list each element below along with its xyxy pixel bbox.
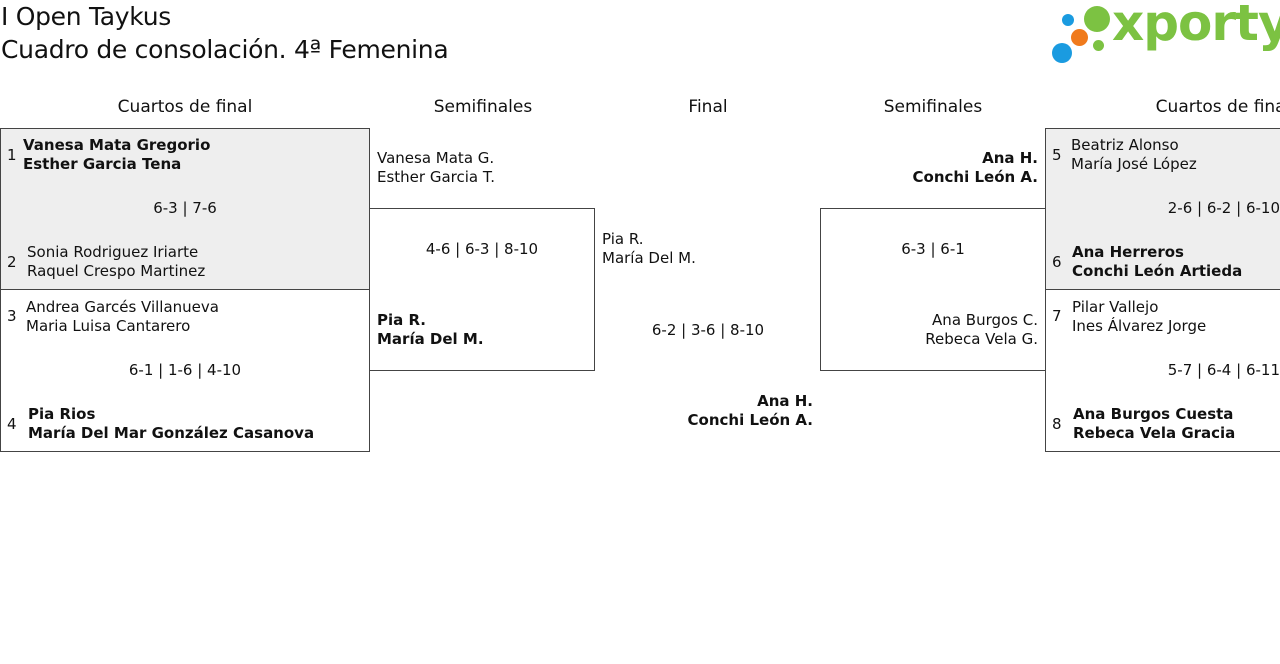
match-score: 6-1 | 1-6 | 4-10	[128, 361, 242, 379]
player-name: Conchi León A.	[912, 168, 1038, 186]
match-box-left-semifinal	[369, 208, 595, 371]
round-header-right-quarterfinals: Cuartos de final	[1155, 97, 1280, 117]
player-name: Conchi León Artieda	[1072, 262, 1243, 280]
round-header-left-semifinals: Semifinales	[433, 97, 533, 117]
player-name: Beatriz Alonso	[1071, 136, 1179, 154]
player-name: Maria Luisa Cantarero	[26, 317, 191, 335]
seed-number: 1	[7, 146, 17, 164]
player-name: Pia R.	[602, 230, 644, 248]
logo-dot-orange	[1071, 29, 1088, 46]
player-name: Vanesa Mata G.	[377, 149, 495, 167]
match-score: 2-6 | 6-2 | 6-10	[1167, 199, 1280, 217]
player-name: Pia Rios	[28, 405, 96, 423]
xporty-logo: xporty	[1050, 0, 1280, 68]
match-score: 4-6 | 6-3 | 8-10	[425, 240, 539, 258]
player-name: María José López	[1071, 155, 1197, 173]
logo-dot-blue	[1052, 43, 1072, 63]
round-header-right-semifinals: Semifinales	[883, 97, 983, 117]
champion-name: Conchi León A.	[687, 411, 813, 429]
match-box-left-qf-1	[0, 128, 370, 290]
player-name: Vanesa Mata Gregorio	[23, 136, 211, 154]
player-name: Ana Burgos Cuesta	[1073, 405, 1234, 423]
player-name: Pilar Vallejo	[1072, 298, 1159, 316]
round-header-final: Final	[688, 97, 728, 117]
logo-dot-green	[1084, 6, 1110, 32]
logo-dot-green-small	[1093, 40, 1104, 51]
champion-name: Ana H.	[757, 392, 813, 410]
seed-number: 8	[1052, 415, 1062, 433]
match-box-right-qf-1	[1045, 128, 1280, 290]
player-name: Rebeca Vela Gracia	[1073, 424, 1236, 442]
logo-dot-blue-small	[1062, 14, 1074, 26]
match-score: 6-3 | 6-1	[901, 240, 965, 258]
player-name: Sonia Rodriguez Iriarte	[27, 243, 199, 261]
match-score: 6-3 | 7-6	[153, 199, 217, 217]
tournament-title: I Open Taykus	[1, 2, 171, 31]
match-score: 5-7 | 6-4 | 6-11	[1167, 361, 1280, 379]
draw-subtitle: Cuadro de consolación. 4ª Femenina	[1, 35, 449, 64]
seed-number: 6	[1052, 253, 1062, 271]
seed-number: 4	[7, 415, 17, 433]
player-name: María Del M.	[377, 330, 484, 348]
player-name: Ana Herreros	[1072, 243, 1184, 261]
player-name: Ines Álvarez Jorge	[1072, 317, 1207, 335]
match-box-right-qf-2	[1045, 289, 1280, 452]
match-score: 6-2 | 3-6 | 8-10	[651, 321, 765, 339]
logo-text: xporty	[1112, 0, 1280, 52]
seed-number: 3	[7, 307, 17, 325]
player-name: Raquel Crespo Martinez	[27, 262, 206, 280]
player-name: Ana Burgos C.	[932, 311, 1038, 329]
seed-number: 7	[1052, 307, 1062, 325]
round-header-left-quarterfinals: Cuartos de final	[117, 97, 253, 117]
player-name: Ana H.	[982, 149, 1038, 167]
player-name: Esther Garcia T.	[377, 168, 496, 186]
seed-number: 5	[1052, 146, 1062, 164]
seed-number: 2	[7, 253, 17, 271]
player-name: María Del M.	[602, 249, 696, 267]
player-name: Esther Garcia Tena	[23, 155, 182, 173]
player-name: Andrea Garcés Villanueva	[26, 298, 219, 316]
player-name: Pia R.	[377, 311, 427, 329]
player-name: María Del Mar González Casanova	[28, 424, 315, 442]
player-name: Rebeca Vela G.	[925, 330, 1038, 348]
